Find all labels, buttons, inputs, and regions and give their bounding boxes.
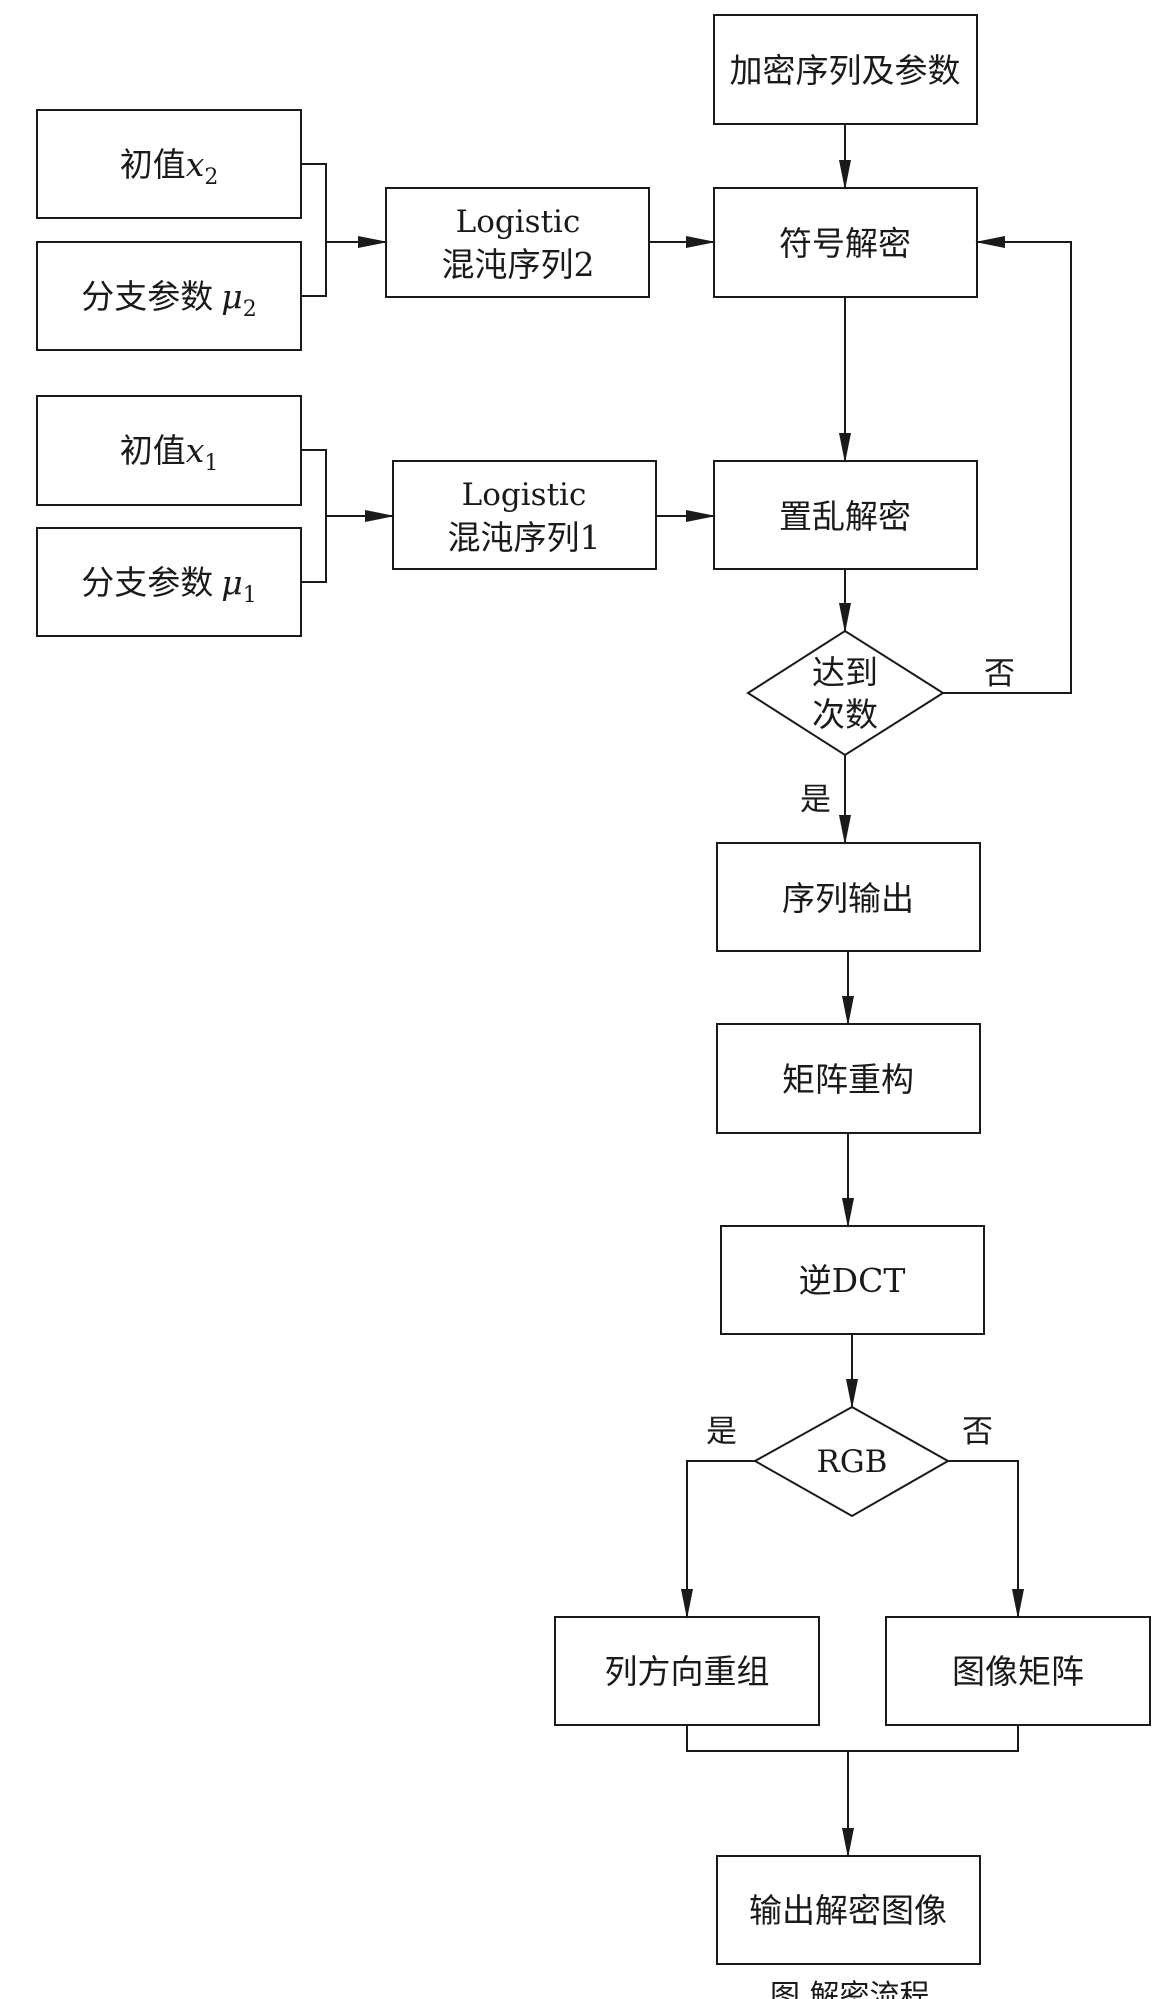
svg-text:初值x1: 初值x1 bbox=[120, 431, 219, 476]
svg-text:初值x2: 初值x2 bbox=[120, 145, 219, 190]
node-matrix-reconstruct: 矩阵重构 bbox=[716, 1023, 981, 1134]
decision-reach-count: 达到 次数 bbox=[746, 629, 945, 757]
connectors bbox=[301, 124, 1072, 1858]
node-inverse-dct: 逆DCT bbox=[720, 1225, 985, 1335]
svg-text:符号解密: 符号解密 bbox=[779, 224, 911, 263]
arrow-rgb-yes-to-regroup bbox=[681, 1460, 755, 1619]
node-column-regroup: 列方向重组 bbox=[554, 1616, 820, 1726]
node-initial-value-x1: 初值x1 bbox=[36, 395, 302, 506]
label-rgb-no: 否 bbox=[962, 1414, 993, 1450]
node-initial-value-x2: 初值x2 bbox=[36, 109, 302, 219]
label-rgb-yes: 是 bbox=[706, 1414, 737, 1450]
merge-x1-mu1 bbox=[301, 449, 327, 583]
svg-text:输出解密图像: 输出解密图像 bbox=[749, 1891, 947, 1930]
node-sequence-output: 序列输出 bbox=[716, 842, 981, 952]
svg-text:逆DCT: 逆DCT bbox=[799, 1261, 906, 1300]
node-scramble-decrypt: 置乱解密 bbox=[713, 460, 978, 570]
node-sign-decrypt: 符号解密 bbox=[713, 187, 978, 298]
svg-text:次数: 次数 bbox=[812, 695, 878, 734]
svg-text:列方向重组: 列方向重组 bbox=[605, 1652, 770, 1691]
label-loop-no: 否 bbox=[984, 656, 1015, 692]
svg-text:图像矩阵: 图像矩阵 bbox=[952, 1652, 1084, 1691]
svg-text:Logistic: Logistic bbox=[462, 477, 587, 513]
svg-text:矩阵重构: 矩阵重构 bbox=[782, 1060, 914, 1099]
label-loop-yes: 是 bbox=[800, 782, 831, 818]
node-logistic-sequence-1: Logistic 混沌序列1 bbox=[392, 460, 657, 570]
node-logistic-sequence-2: Logistic 混沌序列2 bbox=[385, 187, 650, 298]
svg-text:序列输出: 序列输出 bbox=[782, 879, 914, 918]
svg-text:Logistic: Logistic bbox=[456, 204, 581, 240]
svg-text:RGB: RGB bbox=[817, 1444, 888, 1480]
svg-text:达到: 达到 bbox=[812, 653, 878, 692]
figure-caption: 图 解密流程 bbox=[770, 1979, 930, 1999]
svg-text:加密序列及参数: 加密序列及参数 bbox=[730, 51, 961, 90]
node-output-decrypted-image: 输出解密图像 bbox=[716, 1855, 981, 1965]
svg-text:置乱解密: 置乱解密 bbox=[779, 497, 911, 536]
node-image-matrix: 图像矩阵 bbox=[885, 1616, 1151, 1726]
arrow-rgb-no-to-image-matrix bbox=[948, 1460, 1024, 1619]
merge-regroup-image-matrix bbox=[686, 1725, 1019, 1752]
svg-text:混沌序列2: 混沌序列2 bbox=[442, 245, 595, 284]
node-encrypted-input: 加密序列及参数 bbox=[713, 14, 978, 125]
arrow-loop-back-no bbox=[943, 236, 1072, 694]
svg-text:混沌序列1: 混沌序列1 bbox=[448, 518, 601, 557]
merge-x2-mu2 bbox=[301, 163, 327, 297]
decision-rgb: RGB bbox=[752, 1405, 951, 1518]
